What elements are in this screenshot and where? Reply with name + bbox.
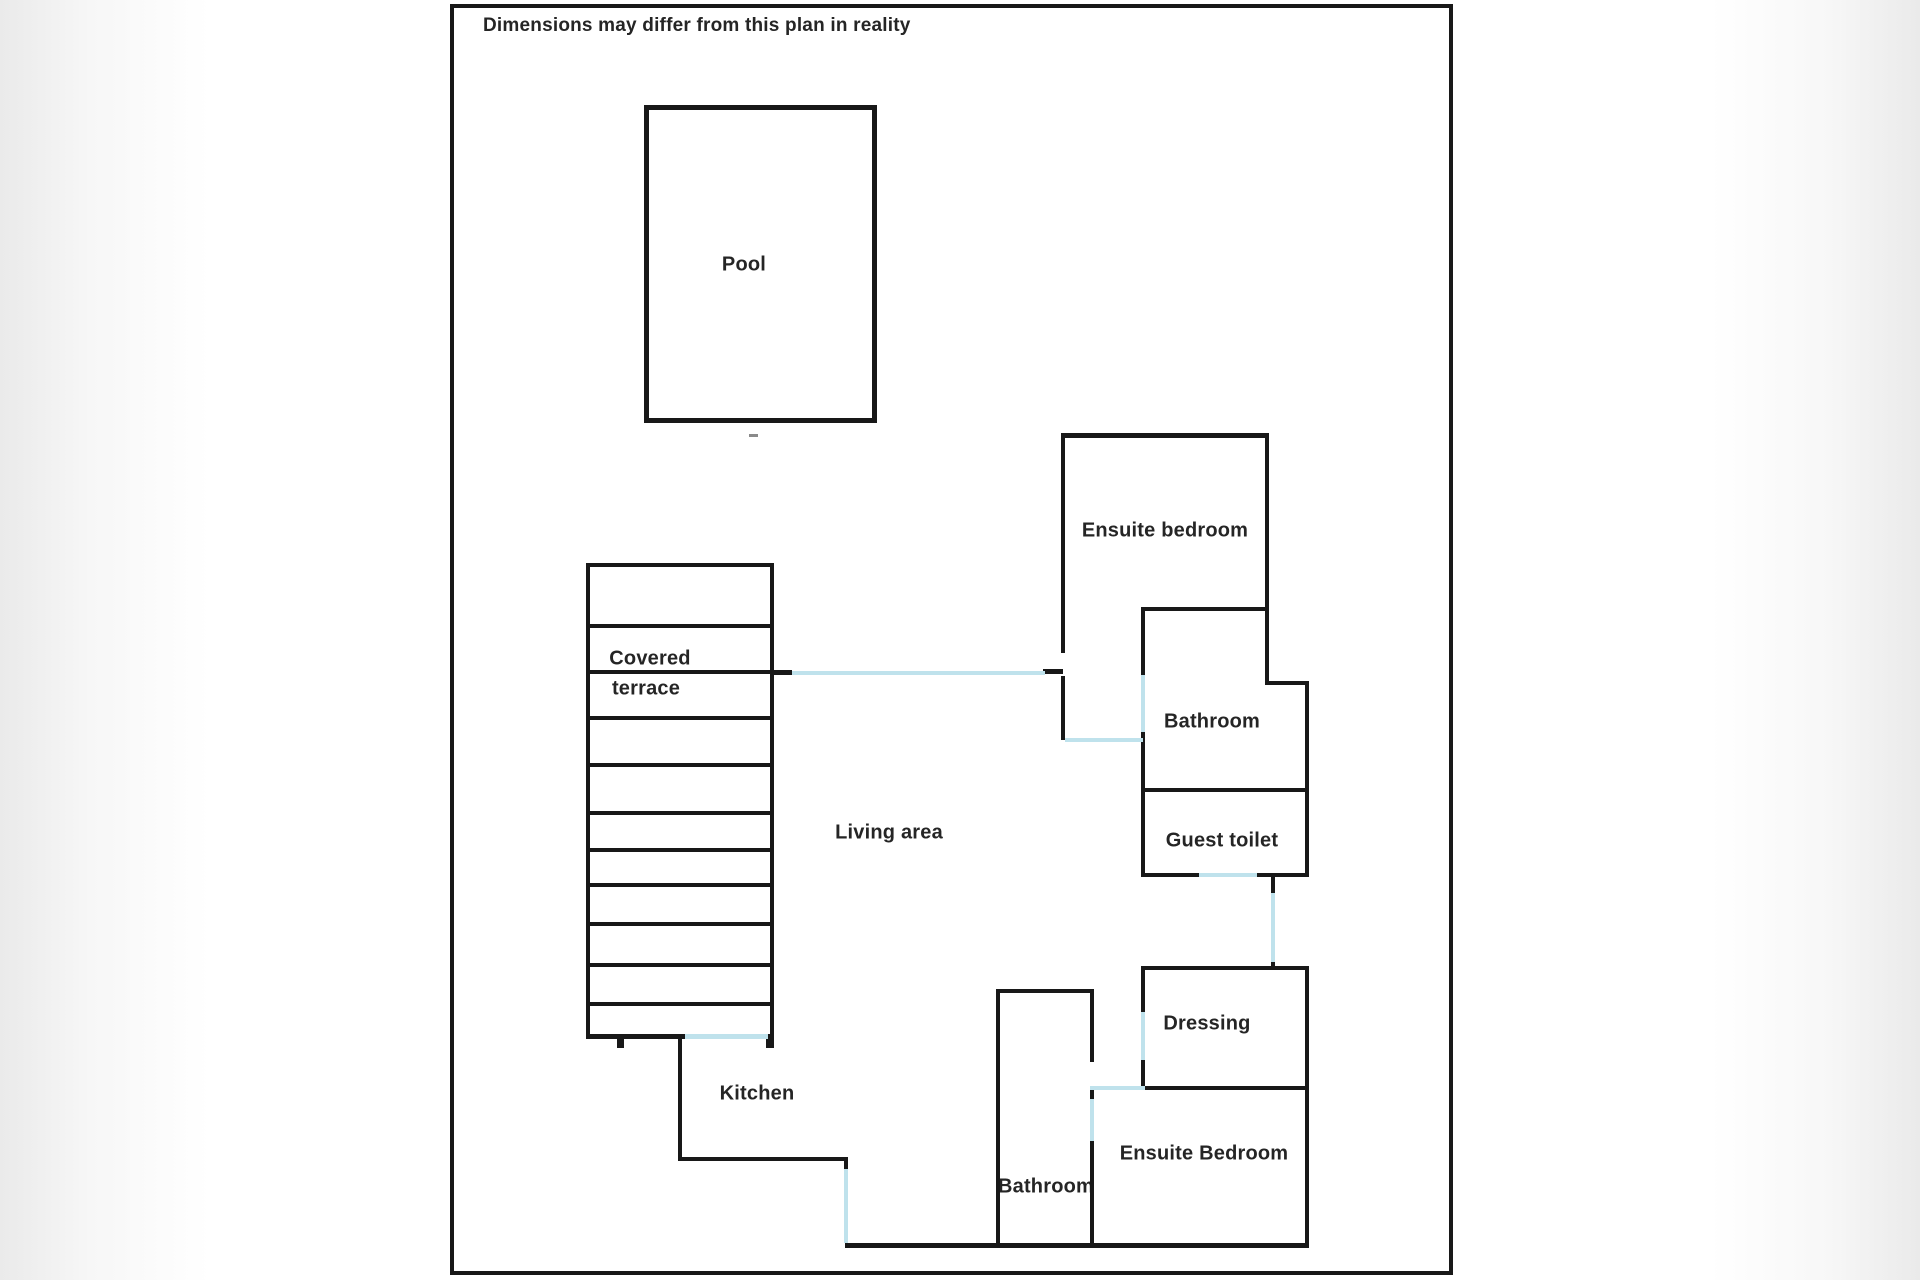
wall-segment xyxy=(844,1157,848,1169)
wall-segment xyxy=(450,1271,1453,1275)
wall-segment xyxy=(1271,962,1275,970)
wall-segment xyxy=(586,1002,774,1006)
room-label-covered-terrace-1: Covered xyxy=(609,647,691,670)
room-label-covered-terrace-2: terrace xyxy=(611,677,681,700)
wall-segment xyxy=(450,4,1453,8)
room-label-living-area: Living area xyxy=(835,821,943,844)
wall-segment xyxy=(586,716,774,720)
wall-segment xyxy=(1265,681,1309,685)
door-opening-segment xyxy=(1141,675,1145,732)
wall-segment xyxy=(644,105,877,110)
wall-segment xyxy=(1257,873,1309,877)
wall-segment xyxy=(644,105,649,423)
wall-segment xyxy=(1141,788,1309,792)
door-opening-segment xyxy=(1090,1099,1094,1141)
wall-segment xyxy=(1305,966,1309,1247)
wall-segment xyxy=(586,563,774,567)
door-opening-segment xyxy=(1199,873,1257,877)
wall-segment xyxy=(1305,681,1309,877)
disclaimer-text: Dimensions may differ from this plan in … xyxy=(483,15,911,36)
wall-segment xyxy=(1141,1086,1309,1090)
wall-segment xyxy=(1141,732,1145,877)
wall-segment xyxy=(768,1034,774,1039)
door-opening-segment xyxy=(844,1169,848,1243)
room-label-dressing: Dressing xyxy=(1163,1012,1251,1035)
wall-segment xyxy=(1449,4,1453,1275)
wall-segment xyxy=(1090,1141,1094,1247)
wall-segment xyxy=(1090,989,1094,1062)
room-label-ensuite-bedroom-top: Ensuite bedroom xyxy=(1081,519,1249,542)
door-opening-segment xyxy=(792,671,1045,675)
room-label-bathroom-bottom: Bathroom xyxy=(997,1175,1095,1198)
wall-segment xyxy=(586,811,774,815)
wall-segment xyxy=(1061,433,1065,653)
wall-segment xyxy=(586,922,774,926)
room-label-pool: Pool xyxy=(721,253,767,276)
wall-segment xyxy=(1141,966,1309,970)
wall-segment xyxy=(1141,873,1199,877)
wall-segment xyxy=(1141,966,1145,1012)
wall-segment xyxy=(845,1243,1309,1248)
room-label-bathroom-top: Bathroom xyxy=(1163,710,1261,733)
wall-segment xyxy=(678,1038,682,1161)
wall-segment xyxy=(996,989,1094,993)
wall-segment xyxy=(1061,676,1065,740)
wall-segment xyxy=(586,670,774,674)
wall-segment xyxy=(678,1157,848,1161)
wall-segment xyxy=(586,883,774,887)
wall-segment xyxy=(586,763,774,767)
room-label-ensuite-bedroom-bottom: Ensuite Bedroom xyxy=(1119,1142,1289,1165)
room-label-guest-toilet: Guest toilet xyxy=(1165,829,1279,852)
wall-segment xyxy=(644,418,877,423)
plan-mark xyxy=(749,434,758,437)
wall-segment xyxy=(450,4,454,1275)
wall-segment xyxy=(586,848,774,852)
wall-segment xyxy=(770,563,774,1038)
wall-segment xyxy=(1271,873,1275,893)
wall-segment xyxy=(1090,1086,1094,1099)
door-opening-segment xyxy=(1065,738,1143,742)
wall-segment xyxy=(766,1039,774,1048)
wall-segment xyxy=(586,1034,685,1039)
door-opening-segment xyxy=(1141,1012,1145,1060)
wall-segment xyxy=(586,563,590,1038)
wall-segment xyxy=(586,624,774,628)
wall-segment xyxy=(586,963,774,967)
room-label-kitchen: Kitchen xyxy=(719,1082,795,1105)
wall-segment xyxy=(1141,607,1269,611)
door-opening-segment xyxy=(685,1034,768,1039)
wall-segment xyxy=(1141,607,1145,675)
wall-segment xyxy=(1061,433,1269,438)
wall-segment xyxy=(1141,1060,1145,1090)
door-opening-segment xyxy=(1271,893,1275,962)
wall-segment xyxy=(617,1039,624,1048)
wall-segment xyxy=(872,105,877,423)
door-opening-segment xyxy=(1090,1086,1145,1090)
wall-segment xyxy=(1043,669,1063,674)
wall-segment xyxy=(1265,433,1269,685)
wall-segment xyxy=(774,670,792,675)
wall-segment xyxy=(996,989,1000,1247)
